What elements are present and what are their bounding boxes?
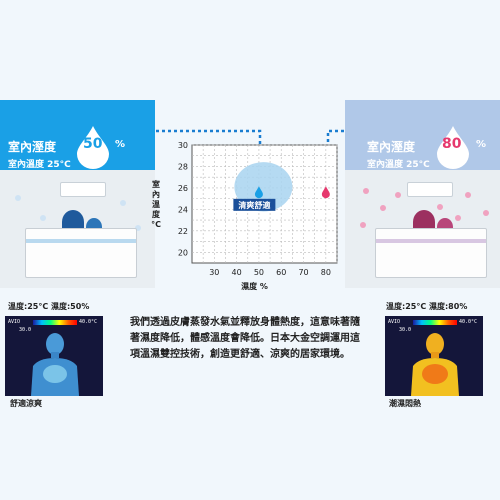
y-tick-label: 26 (178, 184, 188, 193)
right-room-illustration (345, 170, 500, 288)
water-drop-icon (77, 126, 109, 169)
y-tick-label: 22 (178, 227, 188, 236)
right-percent-value: 80 (442, 136, 462, 152)
x-tick-label: 30 (209, 268, 219, 277)
right-panel-subtitle: 室內溫度 25°C (367, 160, 430, 170)
right-conditions: 溫度:25°C 濕度:80% (386, 302, 468, 311)
chart-y-axis-title: 室內溫度 °C (151, 180, 161, 229)
moisture-bubble (483, 210, 489, 216)
humidity-temperature-chart: 清爽舒適 20 22 24 26 28 30 30 40 50 60 70 80 濕度 % (178, 141, 338, 291)
right-percent-sign: % (476, 139, 487, 150)
moisture-bubble (135, 225, 141, 231)
x-tick-label: 70 (298, 268, 308, 277)
left-humidity-panel: 室內溼度 50 % 室內溫度 25°C (0, 100, 155, 288)
moisture-bubble (40, 215, 46, 221)
y-tick-label: 30 (178, 141, 188, 150)
left-thermal-image: AVIO 30.0 40.0°C (5, 316, 103, 396)
moisture-bubble (380, 205, 386, 211)
thermal-color-scale (413, 320, 457, 325)
moisture-bubble (455, 215, 461, 221)
description-text: 我們透過皮膚蒸發水氣並釋放身體熱度，這意味著隨著濕度降低，體感溫度會降低。日本大… (130, 317, 360, 360)
moisture-bubble (465, 192, 471, 198)
cool-body-thermal-icon (31, 333, 79, 396)
left-conditions: 溫度:25°C 濕度:50% (8, 302, 90, 311)
thermal-range-low: 30.0 (19, 327, 32, 333)
left-panel-subtitle: 室內溫度 25°C (8, 160, 71, 170)
thermal-logo: AVIO (388, 319, 401, 325)
y-tick-label: 24 (178, 205, 188, 214)
chart-x-axis-title: 濕度 % (241, 281, 268, 291)
moisture-bubble (363, 188, 369, 194)
right-thermal-caption: 潮濕悶熱 (389, 399, 421, 408)
y-tick-label: 28 (178, 162, 188, 171)
x-tick-label: 40 (232, 268, 242, 277)
comfort-zone-label-bg (233, 198, 276, 211)
point-50-percent (254, 186, 263, 199)
thermal-range-high: 40.0°C (79, 319, 98, 325)
air-conditioner-icon (60, 182, 106, 197)
moisture-bubble (437, 204, 443, 210)
bathtub (25, 228, 137, 278)
moisture-bubble (15, 195, 21, 201)
moisture-bubble (395, 192, 401, 198)
water-drop-icon (437, 126, 469, 169)
point-80-percent (321, 186, 330, 199)
thermal-range-low: 30.0 (399, 327, 412, 333)
moisture-bubble (120, 200, 126, 206)
left-room-illustration (0, 170, 155, 288)
hot-body-thermal-icon (411, 333, 459, 396)
right-thermal-image: AVIO 30.0 40.0°C (385, 316, 483, 396)
right-panel-title: 室內溼度 (367, 140, 416, 154)
right-humidity-panel: 室內溼度 80 % 室內溫度 25°C (345, 100, 500, 288)
left-thermal-caption: 舒適涼爽 (10, 399, 42, 408)
left-percent-value: 50 (83, 136, 103, 152)
thermal-range-high: 40.0°C (459, 319, 478, 325)
thermal-color-scale (33, 320, 77, 325)
x-tick-label: 50 (254, 268, 264, 277)
x-tick-label: 60 (276, 268, 286, 277)
air-conditioner-icon (407, 182, 453, 197)
left-percent-sign: % (115, 139, 126, 150)
left-flow-arrow (156, 129, 262, 178)
moisture-bubble (360, 222, 366, 228)
thermal-logo: AVIO (8, 319, 21, 325)
bathtub (375, 228, 487, 278)
y-tick-label: 20 (178, 248, 188, 257)
left-panel-title: 室內溼度 (8, 140, 57, 154)
comfort-zone-label: 清爽舒適 (238, 200, 270, 210)
x-tick-label: 80 (321, 268, 331, 277)
